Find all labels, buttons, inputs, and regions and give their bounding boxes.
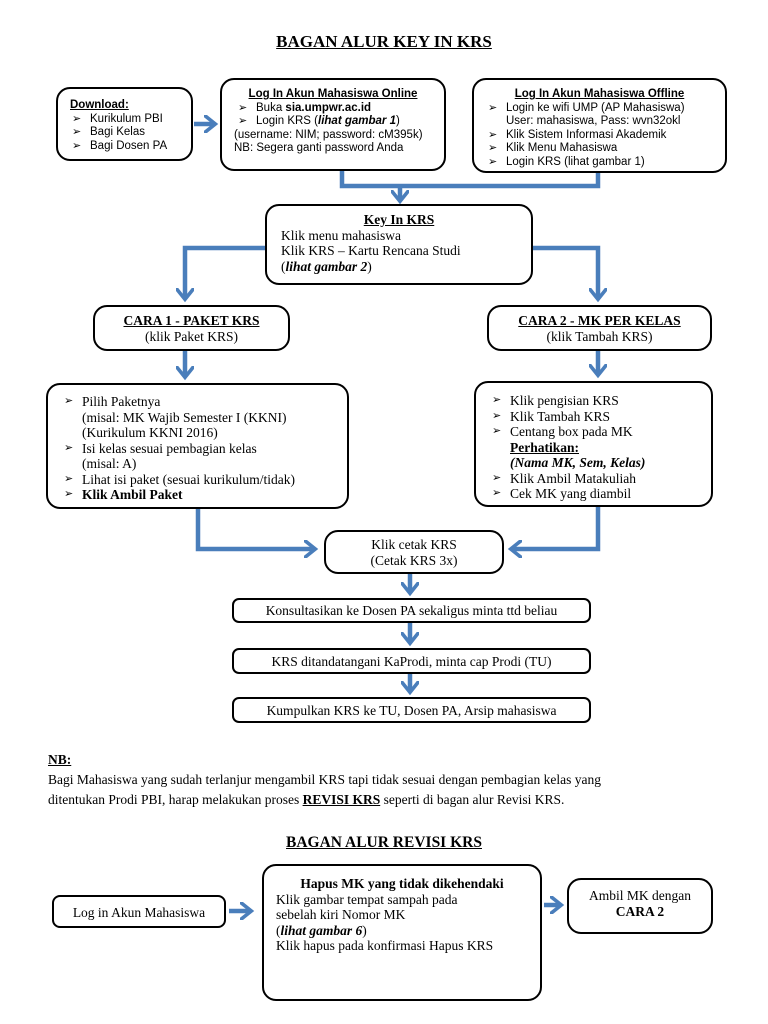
step-konsultasi: Konsultasikan ke Dosen PA sekaligus mint… <box>232 598 591 623</box>
list-item: Cek MK yang diambil <box>490 486 711 502</box>
page-title: BAGAN ALUR KEY IN KRS <box>276 32 492 51</box>
keyin-heading: Key In KRS <box>363 212 435 227</box>
nb-text: Bagi Mahasiswa yang sudah terlanjur meng… <box>48 772 601 787</box>
revisi-title: BAGAN ALUR REVISI KRS <box>286 834 482 851</box>
online-login-box: Log In Akun Mahasiswa Online Buka sia.um… <box>220 78 446 171</box>
arrow-paket-cetak <box>195 509 314 549</box>
keyin-line: Klik menu mahasiswa <box>281 227 401 243</box>
cara2-box: CARA 2 - MK PER KELAS (klik Tambah KRS) <box>487 305 712 351</box>
cara1-heading: CARA 1 - PAKET KRS <box>123 313 260 328</box>
perkelas-steps-box: Klik pengisian KRS Klik Tambah KRS Centa… <box>474 381 713 507</box>
paket-steps-box: Pilih Paketnya(misal: MK Wajib Semester … <box>46 383 349 509</box>
download-heading: Download: <box>70 99 129 111</box>
hapus-box: Hapus MK yang tidak dikehendaki Klik gam… <box>262 864 542 1001</box>
list-item: Klik Ambil Paket <box>62 487 347 503</box>
nb-text: ditentukan Prodi PBI, harap melakukan pr… <box>48 792 565 807</box>
list-item: Klik Menu Mahasiswa <box>486 142 725 156</box>
ambil-cara2-box: Ambil MK dengan CARA 2 <box>567 878 713 934</box>
hapus-line: Klik gambar tempat sampah pada <box>276 891 458 907</box>
download-box: Download: Kurikulum PBIBagi KelasBagi Do… <box>56 87 193 161</box>
list-item: Klik Tambah KRS <box>490 409 711 425</box>
nb-section: NB: Bagi Mahasiswa yang sudah terlanjur … <box>48 750 748 810</box>
arrow-to-cara1 <box>185 245 265 298</box>
cetak-line: Klik cetak KRS <box>371 537 457 552</box>
hapus-line: Klik hapus pada konfirmasi Hapus KRS <box>276 938 494 953</box>
cetak-line: (Cetak KRS 3x) <box>370 552 458 568</box>
online-heading: Log In Akun Mahasiswa Online <box>248 88 418 100</box>
offline-heading: Log In Akun Mahasiswa Offline <box>514 88 685 100</box>
site-url: sia.umpwr.ac.id <box>285 101 372 114</box>
list-item: Login ke wifi UMP (AP Mahasiswa)User: ma… <box>486 102 725 129</box>
password-note: NB: Segera ganti password Anda <box>234 142 404 154</box>
hapus-line: sebelah kiri Nomor MK <box>276 907 406 922</box>
list-item: Klik pengisian KRS <box>490 393 711 409</box>
list-item: Klik Sistem Informasi Akademik <box>486 129 725 143</box>
hapus-heading: Hapus MK yang tidak dikehendaki <box>300 876 504 891</box>
keyin-line: Klik KRS – Kartu Rencana Studi <box>281 243 461 258</box>
list-item: Login KRS (lihat gambar 1) <box>486 156 725 170</box>
keyin-line: (lihat gambar 2) <box>281 258 372 274</box>
list-item: Kurikulum PBI <box>70 113 191 127</box>
list-item: Buka sia.umpwr.ac.id <box>236 102 444 116</box>
hapus-line: (lihat gambar 6) <box>276 922 367 938</box>
nb-label: NB: <box>48 752 72 767</box>
cetak-box: Klik cetak KRS (Cetak KRS 3x) <box>324 530 504 574</box>
list-item: Login KRS (lihat gambar 1) <box>236 115 444 129</box>
keyin-box: Key In KRS Klik menu mahasiswa Klik KRS … <box>265 204 533 285</box>
cara2-heading: CARA 2 - MK PER KELAS <box>518 313 681 328</box>
revisi-login-box: Log in Akun Mahasiswa <box>52 895 226 928</box>
connector-login <box>339 171 601 189</box>
cara2-sub: (klik Tambah KRS) <box>546 328 653 344</box>
ambil-line: Ambil MK dengan <box>589 888 691 903</box>
arrow-perkelas-cetak <box>512 507 601 549</box>
step-kumpulkan: Kumpulkan KRS ke TU, Dosen PA, Arsip mah… <box>232 697 591 723</box>
list-item: Lihat isi paket (sesuai kurikulum/tidak) <box>62 472 347 488</box>
offline-login-box: Log In Akun Mahasiswa Offline Login ke w… <box>472 78 727 173</box>
list-item: Pilih Paketnya(misal: MK Wajib Semester … <box>62 394 347 441</box>
list-item: Klik Ambil Matakuliah <box>490 471 711 487</box>
ambil-line: CARA 2 <box>615 903 665 919</box>
credentials-text: (username: NIM; password: cM395k) <box>234 128 423 141</box>
arrow-to-cara2 <box>532 245 598 298</box>
list-item: Isi kelas sesuai pembagian kelas(misal: … <box>62 441 347 472</box>
cara1-sub: (klik Paket KRS) <box>145 328 238 344</box>
step-tandatangan: KRS ditandatangani KaProdi, minta cap Pr… <box>232 648 591 674</box>
cara1-box: CARA 1 - PAKET KRS (klik Paket KRS) <box>93 305 290 351</box>
list-item: Bagi Kelas <box>70 126 191 140</box>
list-item: Bagi Dosen PA <box>70 140 191 154</box>
